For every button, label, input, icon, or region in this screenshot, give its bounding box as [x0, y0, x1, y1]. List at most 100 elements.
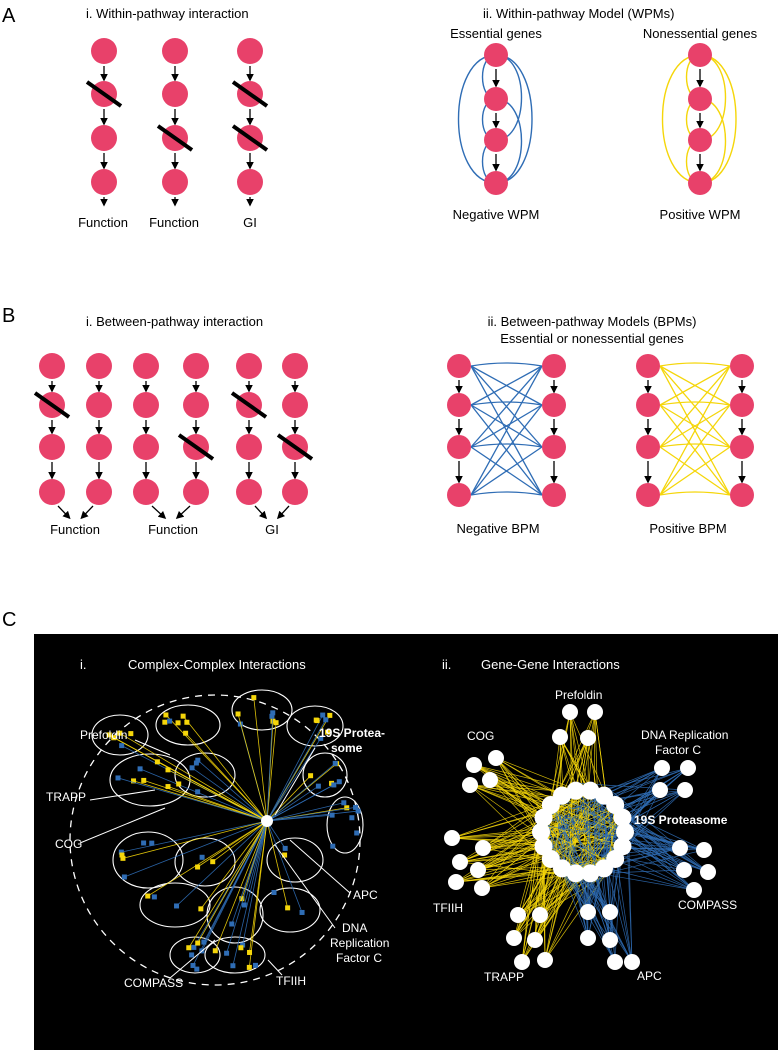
complex-square — [212, 948, 218, 954]
gene-node — [688, 43, 712, 67]
model-link — [659, 404, 731, 448]
gene-link — [552, 806, 624, 832]
interaction-link — [226, 820, 268, 954]
arrow — [57, 505, 71, 520]
gene-link — [549, 805, 614, 855]
gene-node — [236, 353, 262, 379]
gene-node-dna — [654, 760, 670, 776]
interaction-link — [119, 732, 268, 822]
proteasome-hub — [261, 815, 273, 827]
gene-link — [549, 711, 571, 802]
gene-node — [86, 479, 112, 505]
complex-square — [325, 729, 331, 735]
complex-square — [330, 843, 336, 849]
complex-square — [174, 903, 180, 909]
complex-square — [115, 775, 121, 781]
proteasome-gene-node — [566, 864, 585, 883]
gene-node — [162, 81, 188, 107]
gene-node-compass — [676, 862, 692, 878]
interaction-link — [266, 763, 336, 822]
complex-outline — [91, 714, 149, 756]
complex-square — [308, 773, 314, 779]
interaction-link — [266, 802, 344, 822]
gene-node — [447, 483, 471, 507]
complex-square — [195, 757, 201, 763]
deletion-mark — [177, 433, 215, 461]
complex-square — [191, 944, 197, 950]
gene-node — [183, 392, 209, 418]
complex-square — [239, 896, 245, 902]
complex-outline — [266, 837, 324, 883]
gene-node-tfiih — [448, 874, 464, 890]
panel-b-ii-right-caption: Positive BPM — [649, 521, 726, 536]
gene-node — [688, 87, 712, 111]
gene-node-cog — [462, 777, 478, 793]
gene-node-compass — [672, 840, 688, 856]
panel-a-ii-left-head: Essential genes — [450, 26, 542, 41]
deletion-mark — [276, 433, 314, 461]
complex-square — [162, 719, 168, 725]
panel-a-ii-right-head: Nonessential genes — [643, 26, 758, 41]
proteasome-gene-node — [566, 781, 585, 800]
gene-link — [569, 793, 573, 870]
complex-outline — [174, 837, 236, 887]
interaction-link — [266, 722, 277, 822]
panel-a-letter: A — [2, 5, 16, 27]
label-leader — [289, 839, 351, 894]
complex-square — [195, 864, 201, 870]
gene-node — [282, 479, 308, 505]
panel-b-i-output-2: Function — [148, 522, 198, 537]
complex-square — [154, 759, 160, 765]
complex-network-labels: Prefoldin 19S Protea- some TRAPP COG APC… — [46, 726, 389, 990]
gene-node — [542, 354, 566, 378]
gene-link — [451, 800, 557, 839]
c-i-label-apc: APC — [353, 888, 378, 902]
proteasome-gene-node — [553, 786, 571, 805]
gene-link — [482, 803, 545, 849]
gene-node — [91, 169, 117, 195]
c-ii-label-dna-2: Factor C — [655, 743, 701, 757]
interaction-link — [176, 820, 268, 907]
gene-node-apc — [602, 932, 618, 948]
panel-c-i-title: Complex-Complex Interactions — [128, 657, 306, 672]
model-link — [470, 365, 543, 496]
complex-square — [119, 743, 125, 749]
gene-node-tfiih — [475, 840, 491, 856]
gene-node-prefoldin — [562, 704, 578, 720]
model-link — [659, 491, 731, 496]
panel-b-i-output-3: GI — [265, 522, 279, 537]
model-link — [495, 54, 533, 184]
complex-square — [195, 789, 201, 795]
gene-node — [91, 38, 117, 64]
panel-b-ii-title-2: Essential or nonessential genes — [500, 331, 684, 346]
gene-node — [542, 483, 566, 507]
gene-node-cog — [488, 750, 504, 766]
model-link — [659, 362, 731, 367]
interaction-link — [266, 719, 327, 822]
complex-square — [189, 952, 195, 958]
proteasome-gene-node — [616, 823, 634, 841]
gene-link — [521, 829, 538, 963]
complex-square — [131, 778, 137, 784]
gene-link — [552, 836, 695, 891]
interaction-link — [167, 769, 268, 822]
gene-node — [730, 435, 754, 459]
complex-square — [320, 712, 326, 718]
complex-square — [165, 784, 171, 790]
panel-b-ii-models — [447, 354, 754, 507]
gene-node — [688, 171, 712, 195]
complex-square — [180, 713, 186, 719]
panel-a-i-output-3: GI — [243, 215, 257, 230]
gene-network — [444, 704, 716, 970]
complex-square — [349, 815, 355, 821]
panel-a-i-output-2: Function — [149, 215, 199, 230]
complex-square — [299, 909, 305, 915]
model-link — [470, 365, 543, 406]
complex-outline — [155, 704, 221, 746]
gene-node — [730, 483, 754, 507]
arrow — [254, 505, 268, 520]
gene-node — [688, 128, 712, 152]
gene-link — [571, 767, 689, 810]
gene-link — [563, 810, 589, 913]
panel-a-ii-right-caption: Positive WPM — [660, 207, 741, 222]
